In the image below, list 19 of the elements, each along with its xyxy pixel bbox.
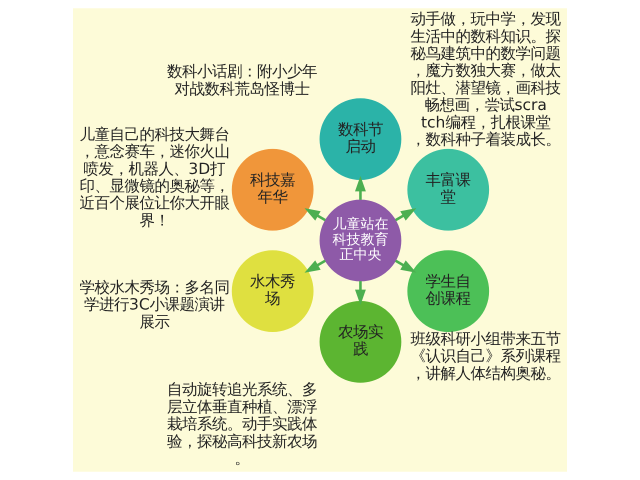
node-label: 数科小话剧：附小少年对战数科荒岛怪博士 <box>167 62 318 98</box>
arrow <box>304 260 326 273</box>
node-circle: 数科节启动 <box>320 98 402 180</box>
arrow <box>395 260 416 273</box>
node-circle: 农场实践 <box>320 300 402 383</box>
node-label: 儿童自己的科技大舞台，意念赛车，迷你火山喷发，机器人、3D打印、显微镜的奥秘等，近百个展位让你大开眼界！ <box>79 125 230 230</box>
node-label: 学校水木秀场：多名同学进行3C小课题演讲展示 <box>79 278 230 331</box>
node-circle: 科技嘉年华 <box>232 148 314 231</box>
node-label: 自动旋转追光系统、多层立体垂直种植、漂浮栽培系统。动手实践体验，探秘高科技新农场。 <box>167 380 318 468</box>
node-circle: 水木秀场 <box>232 250 314 332</box>
node-label: 班级科研小组带来五节《认识自己》系列课程，讲解人体结构奥秘。 <box>410 330 561 382</box>
node-label: 动手做，玩中学，发现生活中的数科知识。探秘鸟建筑中的数学问题，魔方数独大赛，做太阳灶、潜望镜，画科技畅想画，尝试scratch编程，扎根课堂，数科种子着装成长。 <box>410 10 561 149</box>
arrow <box>355 281 366 306</box>
arrow <box>304 208 326 222</box>
node-circle: 学生自创课程 <box>407 250 490 332</box>
node-circle: 丰富课堂 <box>407 148 490 231</box>
arrow <box>355 176 366 200</box>
node-circle: 儿童站在科技教育正中央 <box>320 200 402 282</box>
arrow <box>395 208 416 222</box>
